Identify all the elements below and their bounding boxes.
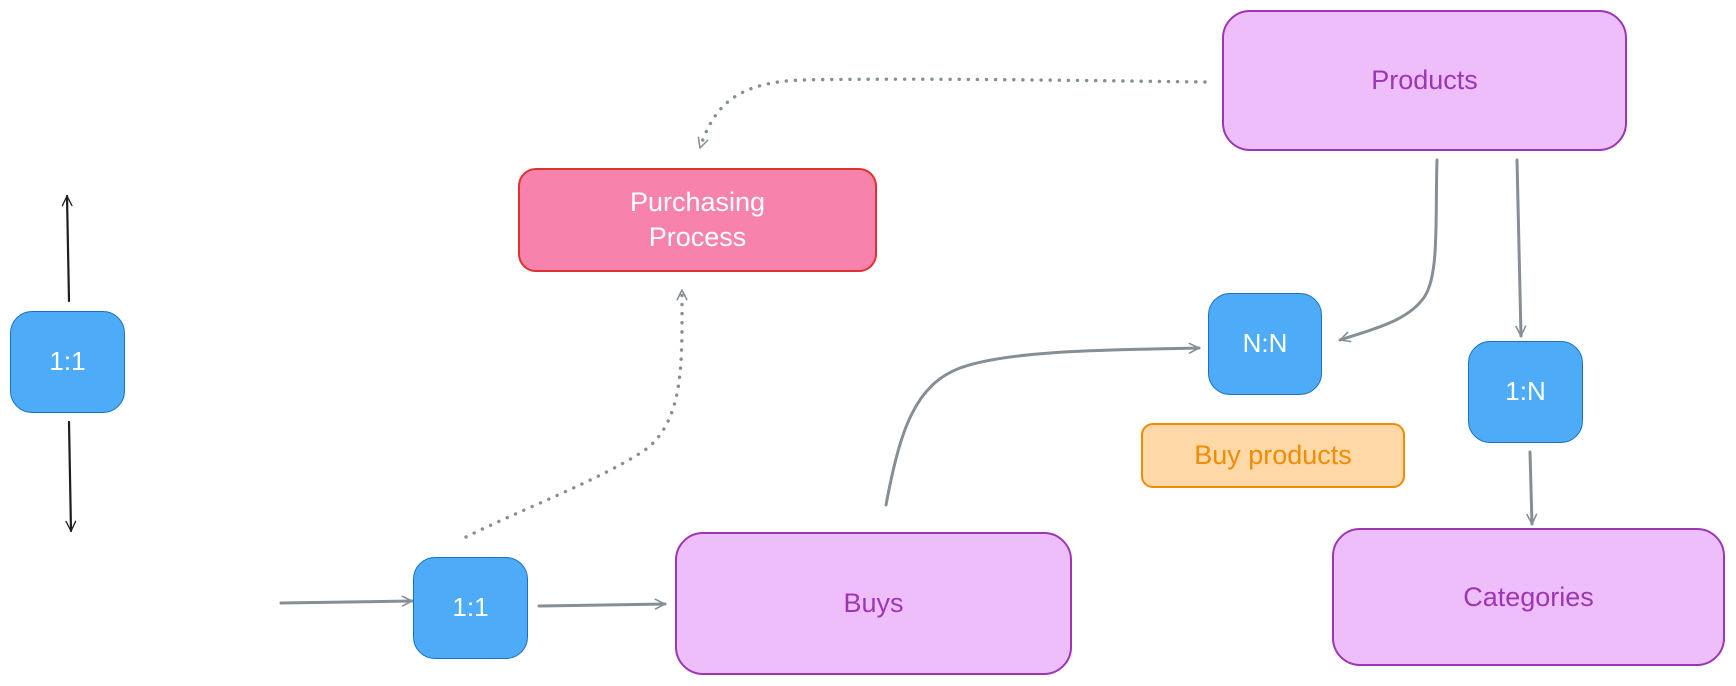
annotation-buy-products[interactable]: Buy products bbox=[1141, 423, 1405, 488]
arrow-products-to-1toN[interactable] bbox=[1515, 158, 1527, 338]
entity-products[interactable]: Products bbox=[1222, 10, 1627, 151]
relationship-many-to-many[interactable]: N:N bbox=[1208, 293, 1322, 395]
dotted-arrow-1to1-to-purchasing[interactable] bbox=[464, 288, 688, 539]
arrow-into-bottom-1to1[interactable] bbox=[279, 595, 414, 607]
relationship-one-to-one-left-label: 1:1 bbox=[49, 346, 86, 377]
arrow-up-from-left-1to1[interactable] bbox=[61, 194, 73, 303]
arrow-down-from-left-1to1[interactable] bbox=[65, 420, 77, 533]
relationship-one-to-many[interactable]: 1:N bbox=[1468, 341, 1583, 443]
relationship-many-to-many-label: N:N bbox=[1242, 328, 1288, 359]
relationship-one-to-one-left[interactable]: 1:1 bbox=[10, 311, 125, 413]
process-purchasing[interactable]: Purchasing Process bbox=[518, 168, 877, 272]
entity-products-label: Products bbox=[1371, 65, 1478, 96]
arrow-products-to-nn[interactable] bbox=[1338, 158, 1439, 343]
entity-categories-label: Categories bbox=[1463, 581, 1594, 612]
arrow-buys-to-nn[interactable] bbox=[884, 342, 1201, 507]
relationship-one-to-one-bottom-label: 1:1 bbox=[452, 592, 489, 623]
process-purchasing-label: Purchasing Process bbox=[629, 187, 766, 252]
dotted-arrow-products-to-purchasing[interactable] bbox=[697, 77, 1207, 150]
entity-categories[interactable]: Categories bbox=[1332, 528, 1725, 666]
entity-buys[interactable]: Buys bbox=[675, 532, 1072, 675]
arrow-1to1-to-buys[interactable] bbox=[537, 598, 667, 610]
relationship-one-to-many-label: 1:N bbox=[1505, 376, 1546, 407]
arrow-1toN-to-categories[interactable] bbox=[1526, 450, 1538, 526]
relationship-one-to-one-bottom[interactable]: 1:1 bbox=[413, 557, 528, 659]
entity-buys-label: Buys bbox=[843, 588, 904, 619]
annotation-buy-products-label: Buy products bbox=[1194, 440, 1352, 471]
